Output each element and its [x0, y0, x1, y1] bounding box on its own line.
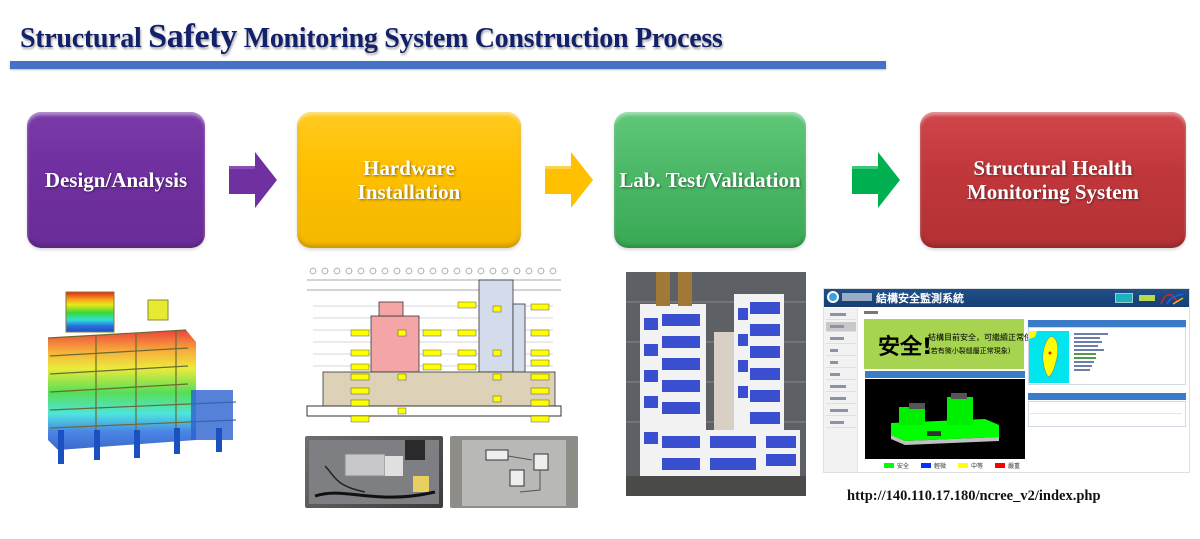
step-hardware-installation: Hardware Installation: [297, 112, 521, 248]
step-label-line-2: Monitoring System: [966, 180, 1140, 204]
arrow-right-icon: [229, 152, 277, 208]
system-url[interactable]: http://140.110.17.180/ncree_v2/index.php: [847, 488, 1101, 504]
monitor-header: 結構安全監測系統: [824, 289, 1189, 307]
lab-test-photo: [626, 272, 806, 496]
legend-item-minor: 輕微: [921, 461, 946, 470]
org-name: [842, 293, 872, 301]
sidebar-item[interactable]: [826, 418, 856, 428]
arrow-right-icon: [545, 152, 593, 208]
sidebar-item[interactable]: [826, 370, 856, 380]
fem-model-image: [36, 290, 237, 470]
step-design-analysis: Design/Analysis: [27, 112, 205, 248]
info-panel: [1028, 401, 1186, 427]
sidebar-item[interactable]: [826, 322, 856, 332]
legend-item-severe: 嚴重: [995, 461, 1020, 470]
monitor-title: 結構安全監測系統: [876, 292, 964, 305]
sidebar-item[interactable]: [826, 358, 856, 368]
step-label-line-2: Installation: [357, 180, 461, 204]
sidebar-item[interactable]: [826, 346, 856, 356]
damage-legend: 安全 輕微 中等 嚴重: [884, 461, 1020, 470]
page-title: Structural Safety Monitoring System Cons…: [20, 18, 723, 56]
info-row-divider: [1030, 413, 1182, 414]
org-logo-icon: [827, 291, 839, 303]
title-underline: [10, 61, 886, 69]
header-decoration: [1115, 293, 1133, 303]
step-structural-health-monitoring: Structural Health Monitoring System: [920, 112, 1186, 248]
step-label-line-1: Hardware: [363, 156, 455, 180]
title-part-1: Structural: [20, 23, 149, 54]
safety-status-panel: 安全! 結構目前安全，可繼續正常使用 (若有微小裂縫屬正常現象): [864, 319, 1040, 369]
header-decoration: [1139, 295, 1155, 301]
sidebar-item[interactable]: [826, 394, 856, 404]
sidebar-item[interactable]: [826, 406, 856, 416]
step-label-line-1: Structural Health: [973, 156, 1133, 180]
title-part-2: Safety: [148, 18, 237, 55]
safety-note: (若有微小裂縫屬正常現象): [928, 347, 1011, 355]
legend-item-safe: 安全: [884, 461, 909, 470]
building-3d-model: [865, 379, 1025, 459]
sensor-layout-drawing: [303, 266, 565, 426]
arrow-right-icon: [852, 152, 900, 208]
earthquake-report-text: [1074, 333, 1124, 373]
sidebar-item[interactable]: [826, 310, 856, 320]
hardware-photo-daq: [305, 436, 443, 508]
breadcrumb: [864, 311, 878, 314]
model-panel-header: [865, 371, 1025, 378]
info-panel-header: [1028, 393, 1186, 400]
sidebar-item[interactable]: [826, 382, 856, 392]
earthquake-report-panel: [1028, 327, 1186, 385]
taiwan-map: [1029, 331, 1069, 383]
earthquake-panel-header: [1028, 320, 1186, 327]
safety-status: 安全!: [878, 335, 933, 360]
header-decoration-icon: [1160, 293, 1184, 305]
hardware-photo-sensors: [450, 436, 578, 508]
step-label: Design/Analysis: [44, 168, 188, 192]
safety-message: 結構目前安全，可繼續正常使用: [928, 333, 1040, 342]
monitoring-system-screenshot: 結構安全監測系統 安全! 結構目前安全，可繼續正常使用 (若有微小裂縫屬正常現象…: [823, 288, 1190, 473]
step-label: Lab. Test/Validation: [619, 168, 801, 192]
sidebar-item[interactable]: [826, 334, 856, 344]
monitor-sidebar: [824, 308, 858, 472]
legend-item-moderate: 中等: [958, 461, 983, 470]
step-lab-test-validation: Lab. Test/Validation: [614, 112, 806, 248]
title-part-3: Monitoring System Construction Process: [237, 23, 723, 54]
